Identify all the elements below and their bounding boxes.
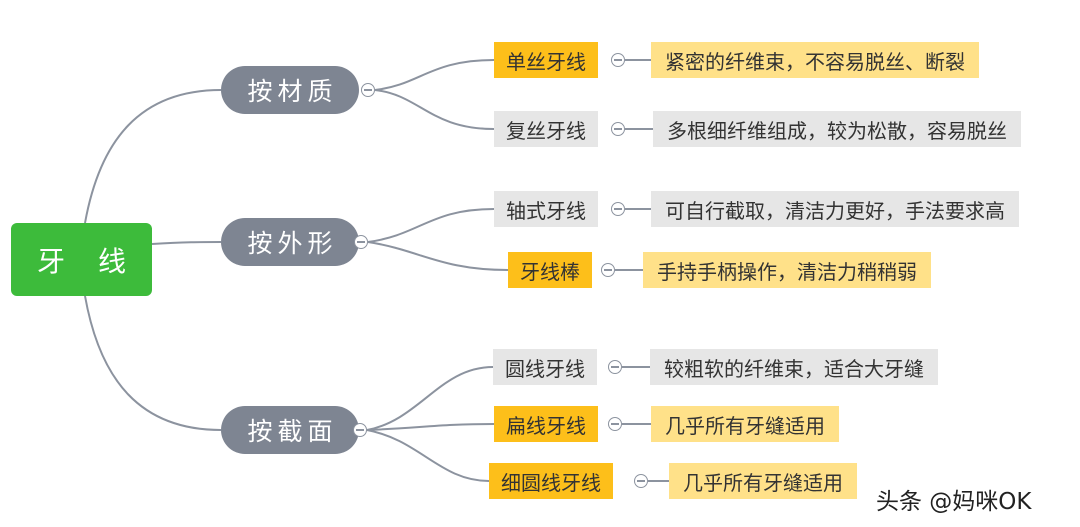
category-cross-section[interactable]: 按截面 — [221, 406, 359, 454]
category-material[interactable]: 按材质 — [221, 66, 359, 114]
collapse-icon[interactable] — [608, 417, 622, 431]
description-node[interactable]: 多根细纤维组成，较为松散，容易脱丝 — [653, 111, 1021, 147]
category-shape[interactable]: 按外形 — [221, 218, 359, 266]
collapse-icon[interactable] — [634, 474, 648, 488]
root-node[interactable]: 牙 线 — [11, 223, 152, 296]
collapse-icon[interactable] — [601, 263, 615, 277]
collapse-icon[interactable] — [354, 235, 368, 249]
description-node[interactable]: 较粗软的纤维束，适合大牙缝 — [650, 349, 938, 385]
description-node[interactable]: 几乎所有牙缝适用 — [651, 406, 839, 442]
description-node[interactable]: 手持手柄操作，清洁力稍稍弱 — [643, 252, 931, 288]
type-node[interactable]: 扁线牙线 — [494, 406, 598, 442]
collapse-icon[interactable] — [361, 83, 375, 97]
collapse-icon[interactable] — [353, 423, 367, 437]
collapse-icon[interactable] — [608, 360, 622, 374]
type-node[interactable]: 牙线棒 — [508, 252, 592, 288]
watermark: 头条 @妈咪OK — [876, 489, 1032, 515]
collapse-icon[interactable] — [611, 122, 625, 136]
collapse-icon[interactable] — [611, 202, 625, 216]
description-node[interactable]: 几乎所有牙缝适用 — [669, 463, 857, 499]
collapse-icon[interactable] — [611, 53, 625, 67]
type-node[interactable]: 轴式牙线 — [494, 191, 598, 227]
type-node[interactable]: 细圆线牙线 — [489, 463, 613, 499]
description-node[interactable]: 可自行截取，清洁力更好，手法要求高 — [651, 191, 1019, 227]
type-node[interactable]: 复丝牙线 — [494, 111, 598, 147]
type-node[interactable]: 圆线牙线 — [493, 349, 597, 385]
description-node[interactable]: 紧密的纤维束，不容易脱丝、断裂 — [651, 42, 979, 78]
type-node[interactable]: 单丝牙线 — [494, 42, 598, 78]
